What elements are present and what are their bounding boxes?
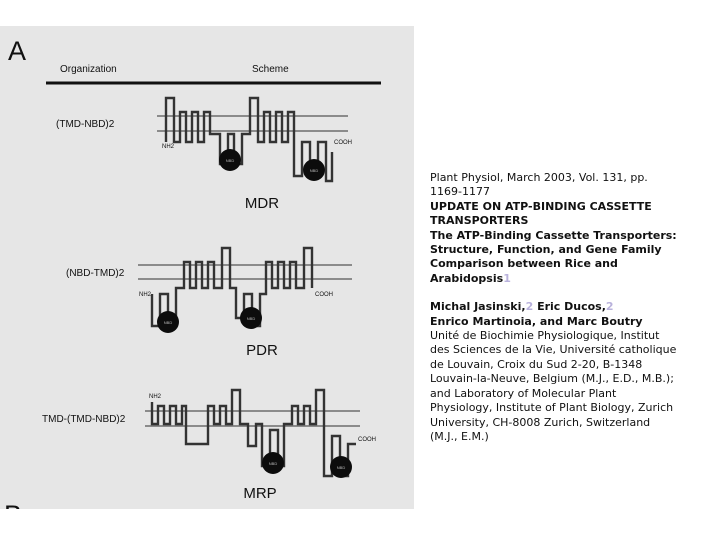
nbd-domain-icon: [240, 307, 262, 329]
nbd-label: NBD: [226, 158, 235, 163]
nbd-label: NBD: [269, 461, 278, 466]
author-1: Michal Jasinski,: [430, 300, 526, 314]
row-pdr: (NBD-TMD)2 NBD NBD NH2 COOH PDR: [66, 246, 352, 359]
author-1-footnote-link[interactable]: 2: [525, 300, 534, 314]
author-2: Eric Ducos,: [533, 300, 606, 314]
organization-label: (NBD-TMD)2: [66, 268, 125, 279]
section-heading: UPDATE ON ATP-BINDING CASSETTE TRANSPORT…: [430, 199, 652, 228]
transporter-name-mdr: MDR: [245, 195, 279, 212]
transporter-name-mrp: MRP: [243, 485, 276, 502]
nbd-label: NBD: [337, 465, 346, 470]
title-footnote-link[interactable]: 1: [503, 271, 511, 285]
polypeptide-chain: [150, 246, 314, 328]
panel-label-a: A: [8, 36, 26, 66]
n-terminus-label: NH2: [162, 144, 175, 150]
n-terminus-label: NH2: [139, 292, 152, 298]
c-terminus-label: COOH: [315, 292, 333, 298]
article-title-text: The ATP-Binding Cassette Transporters: S…: [430, 228, 677, 285]
authors-rest: Enrico Martinoia, and Marc Boutry: [430, 314, 643, 328]
nbd-label: NBD: [164, 320, 173, 325]
row-mrp: TMD-(TMD-NBD)2 NBD NBD NH2 COOH MRP: [42, 388, 376, 502]
article-title: The ATP-Binding Cassette Transporters: S…: [430, 229, 680, 287]
polypeptide-chain: [150, 388, 356, 478]
row-mdr: (TMD-NBD)2 NBD NBD NH2 COOH MDR: [56, 96, 352, 212]
nbd-label: NBD: [310, 168, 319, 173]
c-terminus-label: COOH: [358, 437, 376, 443]
author-2-footnote-link[interactable]: 2: [605, 300, 614, 314]
n-terminus-label: NH2: [149, 394, 162, 400]
panel-label-b: B: [4, 500, 22, 509]
c-terminus-label: COOH: [334, 140, 352, 146]
transporter-diagram: A Organization Scheme (TMD-NBD)2 NBD NBD…: [4, 36, 381, 509]
polypeptide-chain: [164, 96, 334, 183]
header-scheme: Scheme: [252, 64, 289, 75]
nbd-domain-icon: [303, 159, 325, 181]
affiliation: Unité de Biochimie Physiologique, Instit…: [430, 329, 677, 443]
nbd-label: NBD: [247, 316, 256, 321]
organization-label: TMD-(TMD-NBD)2: [42, 414, 126, 425]
transporter-name-pdr: PDR: [246, 342, 278, 359]
organization-label: (TMD-NBD)2: [56, 119, 115, 130]
nbd-domain-icon: [262, 452, 284, 474]
figure-panel: A Organization Scheme (TMD-NBD)2 NBD NBD…: [0, 26, 414, 509]
article-caption: Plant Physiol, March 2003, Vol. 131, pp.…: [430, 171, 680, 444]
nbd-domain-icon: [157, 311, 179, 333]
authors-line: Michal Jasinski,2 Eric Ducos,2: [430, 300, 680, 314]
spacer: [430, 286, 680, 300]
citation: Plant Physiol, March 2003, Vol. 131, pp.…: [430, 171, 648, 199]
header-organization: Organization: [60, 64, 117, 75]
nbd-domain-icon: [219, 149, 241, 171]
nbd-domain-icon: [330, 456, 352, 478]
